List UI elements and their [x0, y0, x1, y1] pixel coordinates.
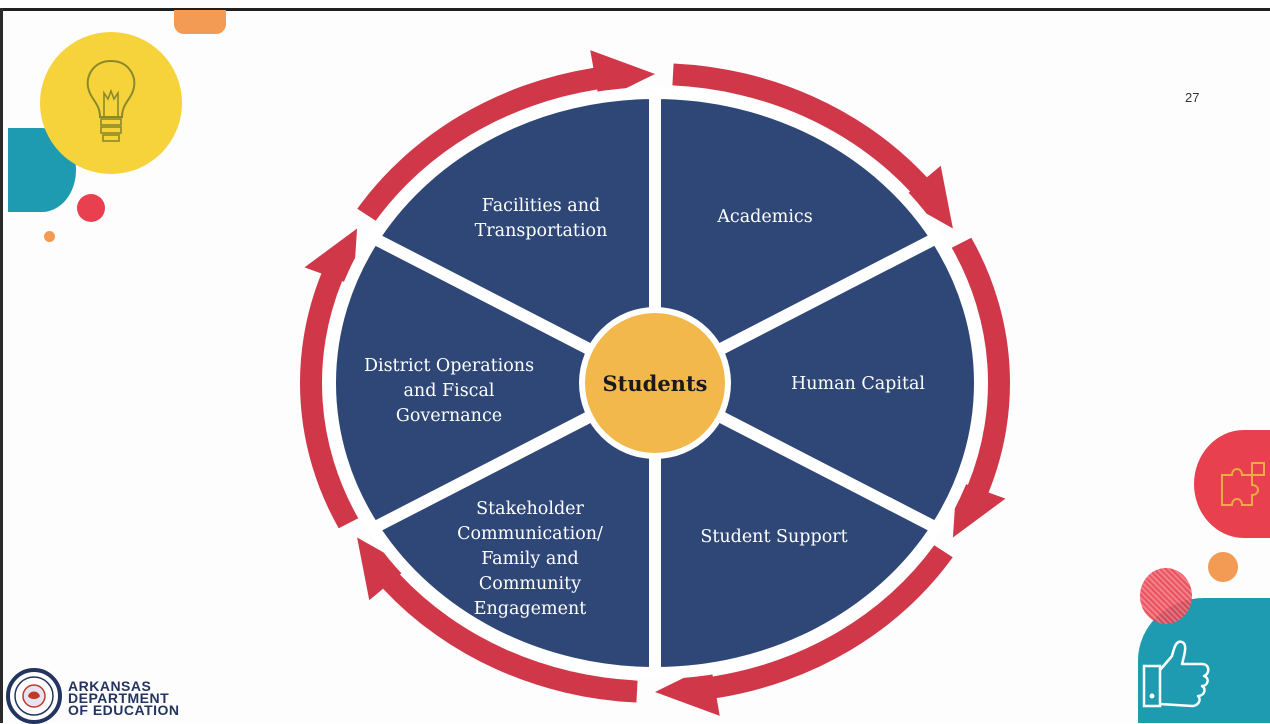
segment-district-operations-label-line-1: District Operations — [364, 356, 534, 376]
cycle-arrow-2 — [951, 237, 1010, 538]
orange-tab-shape — [174, 10, 226, 34]
center-label: Students — [603, 371, 708, 396]
coral-circle — [1194, 430, 1270, 538]
segment-stakeholder-communication — [364, 373, 661, 680]
segment-academics — [649, 86, 946, 393]
segment-human-capital-label-line-1: Human Capital — [791, 374, 925, 394]
puzzle-icon — [1218, 455, 1270, 511]
segment-student-support-label-line-1: Student Support — [700, 527, 847, 547]
logo-line-2: DEPARTMENT — [68, 690, 170, 706]
segment-stakeholder-communication-label-line-2: Communication/ — [457, 524, 603, 544]
cycle-arrow-5 — [299, 228, 359, 529]
segment-academics-label-line-1: Academics — [716, 207, 812, 227]
segment-student-support — [649, 373, 946, 680]
cycle-arrow-6 — [357, 50, 655, 221]
arkansas-doe-logo: ARKANSAS DEPARTMENT OF EDUCATION — [6, 668, 206, 724]
orange-dot — [44, 231, 55, 242]
segment-facilities-label-line-2: Transportation — [475, 221, 608, 241]
lightbulb-icon — [80, 55, 142, 155]
red-dot — [77, 194, 105, 222]
cycle-arrow-3 — [655, 545, 953, 716]
segment-district-operations — [324, 230, 669, 536]
logo-text: ARKANSAS DEPARTMENT OF EDUCATION — [68, 668, 180, 718]
segment-human-capital — [641, 230, 986, 536]
segment-stakeholder-communication-label-line-5: Engagement — [474, 599, 587, 619]
left-border — [0, 8, 3, 723]
segment-facilities — [364, 86, 661, 393]
logo-line-3: OF EDUCATION — [68, 702, 180, 718]
segment-district-operations-label-line-3: Governance — [396, 406, 502, 426]
page-number: 27 — [1185, 90, 1200, 105]
segment-facilities-label-line-1: Facilities and — [482, 196, 600, 216]
segment-district-operations-label-line-2: and Fiscal — [403, 381, 494, 401]
top-border — [0, 8, 1270, 11]
logo-line-1: ARKANSAS — [68, 678, 152, 694]
thumbs-up-icon — [1140, 634, 1220, 714]
seal-icon — [6, 668, 62, 724]
hatched-circle — [1140, 568, 1192, 624]
center-circle — [585, 313, 725, 453]
small-orange-circle — [1208, 552, 1238, 582]
segment-stakeholder-communication-label-line-1: Stakeholder — [476, 499, 584, 519]
yellow-circle — [40, 32, 182, 174]
segment-stakeholder-communication-label-line-3: Family and — [481, 549, 579, 569]
segment-stakeholder-communication-label-line-4: Community — [479, 574, 581, 594]
